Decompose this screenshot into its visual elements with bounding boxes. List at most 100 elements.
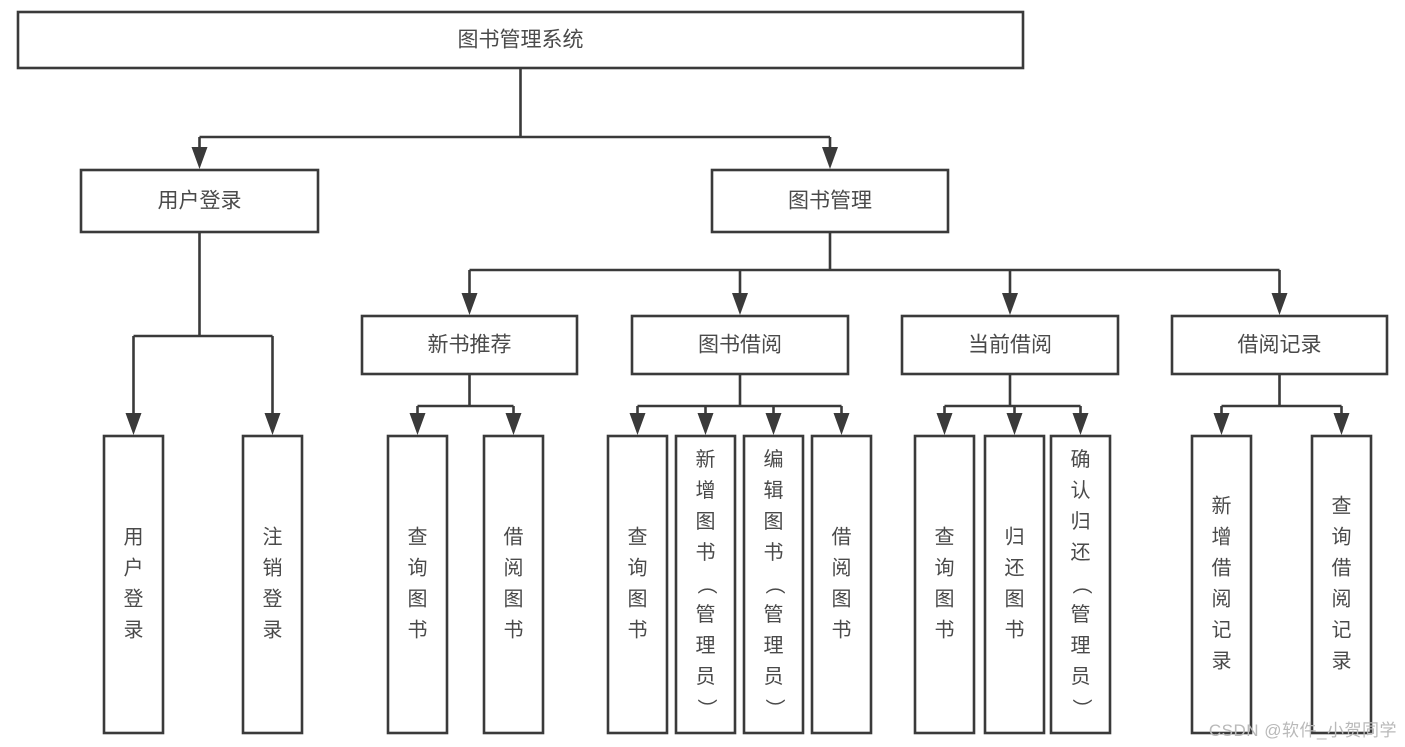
node-label-char: 还: [1071, 541, 1091, 564]
node-box: [1310, 434, 1373, 735]
node-label-char: 录: [263, 619, 283, 641]
node-label-char: 图: [628, 588, 648, 610]
node-borrow[interactable]: 图书借阅: [630, 314, 850, 376]
arrow-head-icon: [697, 413, 714, 435]
node-box: [983, 434, 1046, 735]
node-label-char: （: [1070, 575, 1093, 595]
node-label-char: 辑: [764, 479, 784, 502]
node-label-char: 阅: [1332, 587, 1352, 610]
node-label-char: 录: [1332, 650, 1352, 672]
node-label-char: 借: [832, 525, 852, 548]
arrow-head-icon: [822, 147, 838, 169]
node-label-char: 增: [1212, 525, 1232, 548]
node-label-char: （: [695, 575, 718, 595]
node-label-char: 阅: [504, 556, 524, 579]
node-label-char: 查: [1332, 494, 1352, 517]
node-label-char: 借: [1212, 556, 1232, 579]
node-newbook[interactable]: 新书推荐: [360, 314, 579, 376]
arrow-head-icon: [409, 413, 426, 435]
node-label-char: 询: [628, 556, 648, 579]
node-label: 借阅记录: [1238, 334, 1322, 357]
node-box: [810, 434, 873, 735]
node-current[interactable]: 当前借阅: [900, 314, 1120, 376]
node-records[interactable]: 借阅记录: [1170, 314, 1389, 376]
node-label-char: 书: [1005, 618, 1025, 641]
node-label-char: 登: [263, 587, 283, 610]
node-login-in[interactable]: 用户登录: [102, 434, 165, 735]
node-label-char: 还: [1005, 556, 1025, 579]
node-root[interactable]: 图书管理系统: [16, 10, 1025, 70]
node-label-char: 管: [764, 603, 784, 626]
node-label-char: 查: [628, 525, 648, 548]
node-label-char: （: [763, 575, 786, 595]
node-box: [241, 434, 304, 735]
node-label-char: 员: [1071, 666, 1091, 688]
node-label-char: 管: [696, 603, 716, 626]
node-label-char: ）: [763, 699, 786, 719]
node-label-char: 录: [124, 619, 144, 641]
node-label-char: 书: [408, 618, 428, 641]
node-label-char: 借: [504, 525, 524, 548]
node-label-char: 询: [935, 556, 955, 579]
node-box: [606, 434, 669, 735]
node-label-char: 理: [1071, 635, 1091, 657]
arrow-head-icon: [1213, 413, 1230, 435]
node-box: [386, 434, 449, 735]
node-login[interactable]: 用户登录: [79, 168, 320, 234]
node-box: [1170, 314, 1389, 376]
arrow-head-icon: [1333, 413, 1350, 435]
arrow-head-icon: [505, 413, 522, 435]
node-box: [79, 168, 320, 234]
node-box: [1049, 434, 1112, 735]
arrow-head-icon: [1271, 293, 1288, 315]
node-label-char: 图: [935, 588, 955, 610]
node-label-char: 书: [764, 541, 784, 564]
arrow-head-icon: [732, 293, 748, 315]
node-label-char: 图: [832, 588, 852, 610]
node-label-char: 借: [1332, 556, 1352, 579]
node-label-char: 管: [1071, 603, 1091, 626]
node-label-char: ）: [1070, 699, 1093, 719]
node-label-char: 图: [764, 511, 784, 533]
node-label-char: 编: [764, 448, 784, 471]
node-bookmgmt[interactable]: 图书管理: [710, 168, 950, 234]
node-label-char: 询: [1332, 525, 1352, 548]
node-box: [630, 314, 850, 376]
node-label-char: 增: [696, 479, 716, 502]
node-box: [742, 434, 805, 735]
arrow-head-icon: [833, 413, 850, 435]
node-label-char: 书: [696, 541, 716, 564]
node-label: 新书推荐: [428, 334, 512, 357]
node-label-char: 记: [1212, 618, 1232, 641]
node-box: [102, 434, 165, 735]
node-label-char: 书: [628, 618, 648, 641]
arrow-head-icon: [1002, 293, 1018, 315]
node-label-char: 新: [696, 448, 716, 471]
node-label-char: 理: [764, 635, 784, 657]
node-label-char: 归: [1071, 510, 1091, 533]
node-box: [360, 314, 579, 376]
node-box: [710, 168, 950, 234]
node-label: 图书借阅: [698, 334, 782, 357]
node-box: [900, 314, 1120, 376]
node-label-char: 用: [124, 526, 144, 548]
node-label: 用户登录: [158, 190, 242, 213]
node-label-char: 书: [504, 618, 524, 641]
node-label-char: 图: [1005, 588, 1025, 610]
node-label-char: 书: [832, 618, 852, 641]
arrow-head-icon: [936, 413, 953, 435]
